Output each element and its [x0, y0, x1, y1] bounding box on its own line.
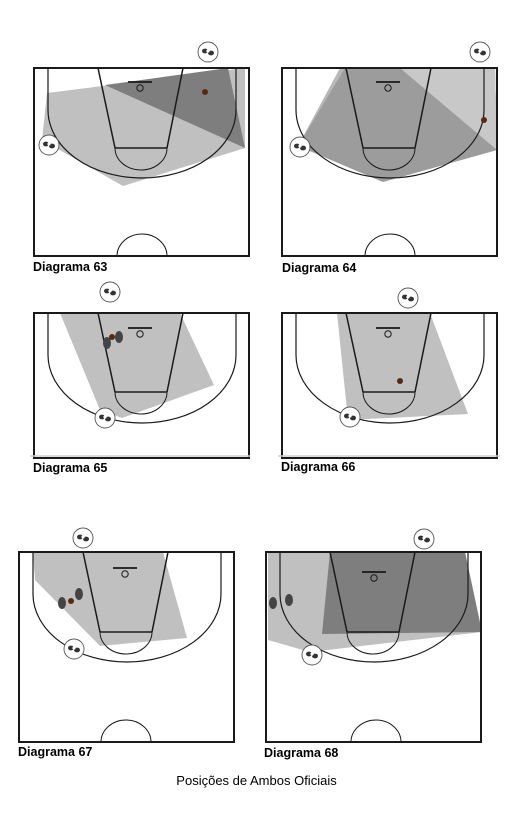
page-footer-title: Posições de Ambos Oficiais	[176, 773, 337, 788]
lane-line-right	[398, 551, 416, 633]
players-icon	[103, 331, 123, 349]
three-point-arc	[279, 552, 469, 663]
free-throw-circle	[362, 391, 416, 415]
lane-line-right	[414, 312, 432, 393]
referee-icon	[94, 407, 116, 429]
coverage-area-light	[400, 68, 497, 150]
referee-icon	[99, 281, 121, 303]
free-throw-circle	[99, 631, 153, 655]
diagram-67	[18, 527, 235, 743]
ball-icon	[481, 117, 487, 123]
ball-icon	[397, 378, 403, 384]
coverage-area-light	[60, 313, 214, 418]
diagram-caption: Diagrama 68	[264, 746, 339, 760]
referee-icon	[197, 41, 219, 63]
lane-line-left	[97, 312, 116, 393]
hoop	[136, 330, 144, 338]
lane-line-left	[345, 67, 364, 149]
free-throw-circle	[114, 391, 168, 415]
hoop	[370, 574, 378, 582]
referee-icon	[63, 638, 85, 660]
ball-icon	[109, 334, 115, 340]
diagram-caption: Diagrama 67	[18, 745, 93, 759]
referee-icon	[72, 527, 94, 549]
referee-icon	[289, 136, 311, 158]
referee-icon	[397, 287, 419, 309]
coverage-area-light	[337, 313, 468, 420]
lane-line-left	[345, 312, 364, 393]
hoop	[384, 330, 392, 338]
diagram-caption: Diagrama 66	[281, 460, 356, 474]
lane-line-right	[151, 551, 169, 633]
center-circle	[350, 719, 402, 743]
court-boundary	[281, 67, 498, 257]
ball-icon	[68, 598, 74, 604]
diagram-64	[281, 41, 498, 257]
court-boundary	[33, 312, 250, 459]
diagram-caption: Diagrama 64	[282, 261, 357, 275]
referee-icon	[38, 134, 60, 156]
free-throw-circle	[114, 147, 168, 171]
center-circle	[364, 233, 416, 257]
center-circle	[100, 719, 152, 743]
lane-line-right	[166, 312, 184, 393]
players-icon	[58, 588, 83, 609]
hoop	[136, 84, 144, 92]
three-point-arc	[32, 552, 222, 663]
lane-line-left	[329, 551, 348, 633]
coverage-area-light	[33, 552, 187, 646]
three-point-arc	[295, 313, 485, 424]
hoop	[384, 84, 392, 92]
lane-line-left	[97, 67, 116, 149]
ball-icon	[202, 89, 208, 95]
referee-icon	[413, 528, 435, 550]
three-point-arc	[47, 313, 237, 424]
referee-icon	[469, 41, 491, 63]
hoop	[121, 570, 129, 578]
diagram-65	[30, 281, 250, 459]
diagram-caption: Diagrama 65	[33, 461, 108, 475]
court-boundary	[265, 551, 482, 743]
center-circle	[116, 233, 168, 257]
free-throw-circle	[362, 147, 416, 171]
lane-line-right	[414, 67, 432, 149]
diagram-63	[33, 41, 250, 257]
free-throw-circle	[346, 631, 400, 655]
referee-icon	[339, 406, 361, 428]
players-icon	[269, 594, 293, 609]
diagram-caption: Diagrama 63	[33, 260, 108, 274]
lane-line-right	[166, 67, 184, 149]
coverage-area-dark	[322, 552, 482, 634]
lane-line-left	[82, 551, 101, 633]
diagram-66	[278, 287, 500, 459]
three-point-arc	[295, 68, 485, 179]
court-boundary	[281, 312, 498, 459]
referee-icon	[301, 644, 323, 666]
diagram-68	[265, 528, 482, 743]
court-boundary	[18, 551, 235, 743]
court-boundary	[33, 67, 250, 257]
